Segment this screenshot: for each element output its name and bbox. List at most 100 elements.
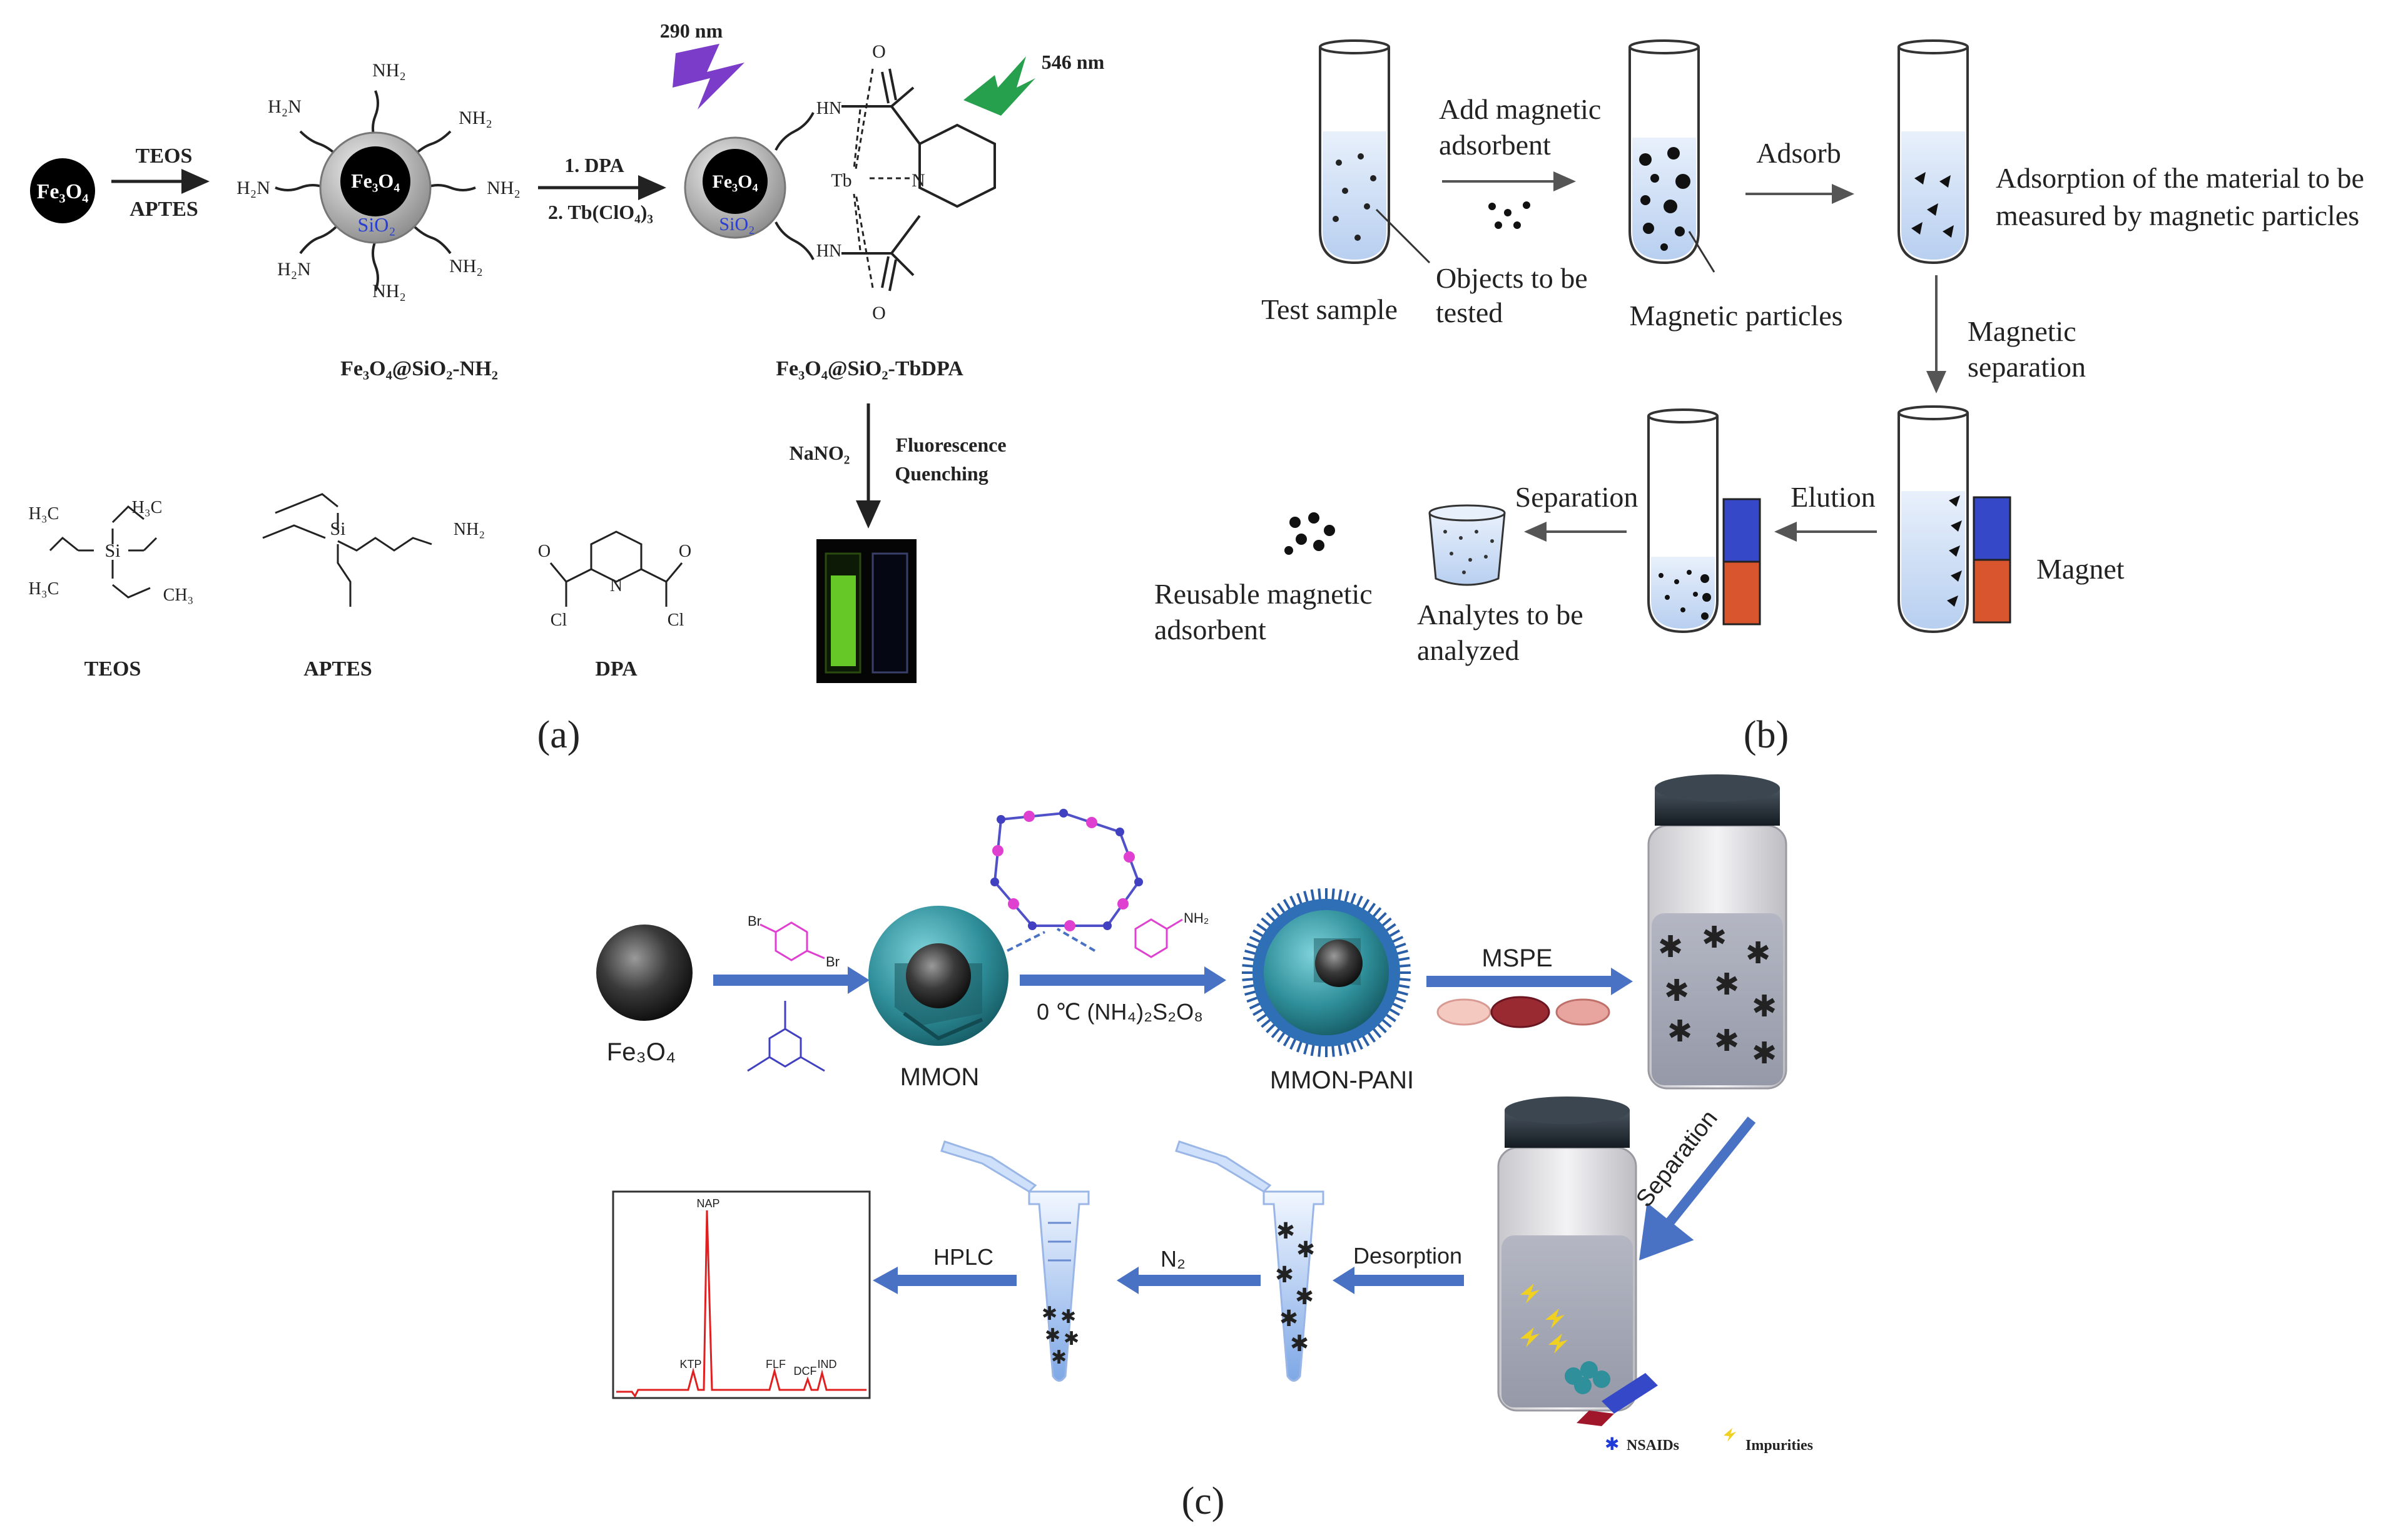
objects-label-1: Objects to be	[1436, 262, 1588, 294]
tbdpa-core-text: Fe₃O₄	[713, 171, 758, 192]
teos-ch3: CH₃	[163, 585, 194, 605]
teos-h3c-2: H₃C	[132, 498, 163, 517]
add-adsorbent-2: adsorbent	[1439, 129, 1551, 161]
arrow-desorption-head	[1333, 1267, 1354, 1294]
chromatogram: NAP KTP FLF DCF IND	[612, 1190, 871, 1399]
panel-c: Fe₃O₄ Br Br MMON NH₂ 0 ℃	[596, 774, 1813, 1522]
h2n-topleft: H₂N	[268, 96, 302, 117]
teos-si: Si	[104, 540, 120, 561]
hn-top: HN	[816, 99, 841, 118]
carbonyl-o-bottom: O	[872, 303, 886, 323]
arrow-1-head	[848, 966, 870, 994]
separation-label-b: Separation	[1515, 481, 1638, 513]
nh2-bottomright: NH₂	[449, 256, 483, 276]
arrow-mspe-head	[1611, 968, 1633, 995]
fe3o4-core-text: Fe₃O₄	[351, 170, 400, 192]
nsaid-star-icon: ✱	[1045, 1325, 1060, 1346]
aptes-nh2: NH₂	[454, 520, 485, 539]
triethynylbenzene-icon	[747, 1001, 825, 1072]
sio2-shell-text: SiO₂	[358, 213, 396, 236]
nsaid-star-icon: ✱	[1296, 1237, 1315, 1262]
meat-samples-icon	[1436, 996, 1610, 1028]
nsaid-star-icon: ✱	[1658, 931, 1683, 964]
fe3o4-core-icon	[30, 158, 95, 223]
tube-adsorption	[1898, 39, 1969, 265]
mmon-label: MMON	[900, 1063, 980, 1091]
impurity-bolts-icon	[1520, 1284, 1568, 1354]
caption-b: (b)	[1744, 714, 1789, 756]
nsaid-star-icon: ✱	[1276, 1218, 1295, 1244]
nh2-bottom: NH₂	[372, 281, 406, 301]
desorption-label: Desorption	[1353, 1243, 1462, 1269]
arrow-hplc-head	[873, 1267, 898, 1294]
tbdpa-particle-label: Fe₃O₄@SiO₂-TbDPA	[776, 357, 963, 380]
nsaid-star-icon: ✱	[1060, 1307, 1076, 1327]
nano2-reagent: NaNO₂	[790, 442, 850, 464]
arrow-2-shaft	[1020, 975, 1207, 986]
adsorption-note-2: measured by magnetic particles	[1996, 200, 2359, 231]
step-tb: 2. Tb(ClO₄)₃	[548, 201, 653, 223]
tube-elution	[1647, 408, 1761, 634]
aptes-si: Si	[330, 519, 345, 539]
pointer-objects	[1375, 208, 1431, 264]
dpa-n: N	[610, 576, 622, 595]
hplc-label: HPLC	[933, 1244, 993, 1270]
aptes-structure: Si NH₂ APTES	[262, 493, 485, 681]
wavelength-excitation: 290 nm	[660, 19, 723, 42]
magnet-north-icon	[1973, 496, 2011, 561]
tube-magnet	[1898, 405, 2011, 634]
bottle-separation	[1497, 1097, 1658, 1426]
arrow-separation-c	[1639, 1117, 1756, 1260]
pyridine-n: N	[912, 170, 925, 191]
adsorption-note-1: Adsorption of the material to be	[1996, 162, 2364, 194]
nsaid-star-icon: ✱	[1752, 1037, 1777, 1070]
nsaid-star-icon: ✱	[1290, 1331, 1309, 1356]
br-2: Br	[826, 954, 840, 970]
bottle-extraction: ✱✱✱✱✱✱✱✱✱	[1647, 774, 1787, 1090]
tube-test-sample	[1319, 39, 1390, 265]
hn-bottom: HN	[816, 241, 841, 261]
peak-nap: NAP	[696, 1197, 719, 1210]
analyte-beaker	[1428, 504, 1506, 586]
nsaid-star-icon: ✱	[1042, 1304, 1057, 1324]
nsaid-star-icon: ✱	[1714, 968, 1739, 1001]
magnet-blue-c	[1602, 1373, 1658, 1414]
amine-particle: Fe₃O₄ SiO₂ NH₂ NH₂ NH₂ NH₂ NH₂ H₂N H₂N H…	[236, 60, 521, 301]
captured-particles-icon	[1565, 1361, 1610, 1394]
magnet-north-icon-2	[1722, 498, 1761, 563]
cuvette-photo	[816, 539, 917, 683]
teos-name: TEOS	[84, 657, 141, 681]
dpa-name: DPA	[595, 657, 638, 681]
fluorescence-text: Fluorescence	[895, 433, 1006, 456]
reusable-label-2: adsorbent	[1154, 614, 1266, 646]
magnet-red-c	[1577, 1411, 1614, 1426]
objects-label-2: tested	[1436, 296, 1503, 328]
dpa-structure: N O O Cl Cl DPA	[538, 530, 691, 681]
caption-c: (c)	[1182, 1480, 1225, 1522]
nsaid-star-icon: ✱	[1295, 1284, 1314, 1309]
tbdpa-particle: Fe₃O₄ SiO₂ HN HN Tb N O O	[684, 41, 996, 323]
analytes-label-1: Analytes to be	[1417, 599, 1583, 631]
nsaid-star-icon: ✱	[1051, 1347, 1067, 1368]
adsorb-label: Adsorb	[1756, 137, 1841, 169]
mspe-label: MSPE	[1481, 945, 1552, 972]
tube-desorbed: ✱✱✱✱✱✱	[1175, 1140, 1324, 1382]
legend-nsaids-icon: ✱	[1605, 1434, 1619, 1454]
reaction-conditions: 0 ℃ (NH₄)₂S₂O₈	[1037, 999, 1203, 1025]
nsaid-star-icon: ✱	[1752, 990, 1777, 1023]
magnetic-separation-2: separation	[1968, 351, 2086, 383]
magnetic-particles-label: Magnetic particles	[1629, 300, 1842, 332]
dibromobenzene-icon	[760, 921, 825, 961]
arrow-1-shaft	[713, 975, 851, 986]
pointer-particles	[1688, 231, 1715, 273]
tbdpa-shell-text: SiO₂	[719, 214, 754, 235]
aniline-icon	[1134, 918, 1183, 958]
teos-structure: Si H₃C H₃C H₃C CH₃ TEOS	[29, 498, 194, 681]
panel-a: Fe₃O₄ TEOS APTES Fe₃O₄ SiO₂ NH₂ NH₂ NH₂ …	[29, 19, 1105, 756]
nh2-right: NH₂	[487, 178, 521, 198]
legend-impurities-icon	[1724, 1428, 1736, 1442]
fe3o4-ball-icon	[596, 925, 693, 1021]
magnetic-separation-1: Magnetic	[1968, 315, 2076, 347]
dpa-cl-1: Cl	[551, 610, 567, 630]
arrow-2-head	[1204, 966, 1226, 994]
